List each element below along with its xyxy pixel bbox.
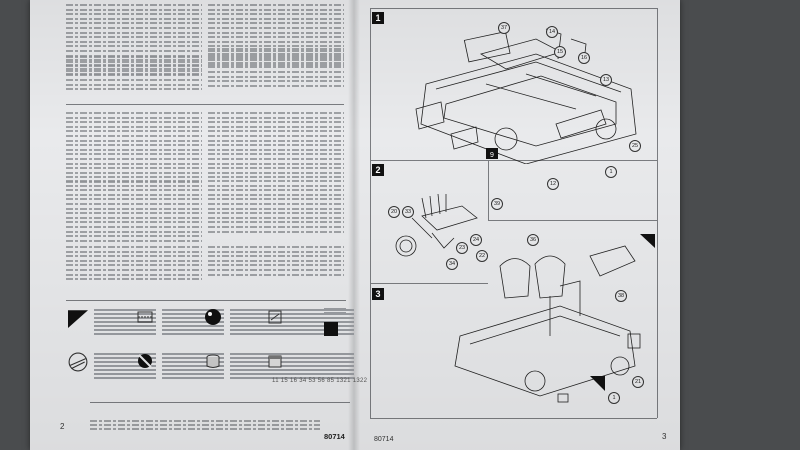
callout-13: 13 <box>600 74 612 86</box>
step1-divider <box>370 160 657 161</box>
paint-pot-icon <box>206 354 220 368</box>
legend-item-2 <box>136 308 256 344</box>
callout-16: 16 <box>578 52 590 64</box>
step2-divider-v <box>488 160 489 220</box>
intro-text-col-1 <box>66 4 202 78</box>
callout-37: 37 <box>498 22 510 34</box>
legend-item-1 <box>68 308 188 344</box>
left-footer-code: 80714 <box>324 432 345 441</box>
callout-24: 24 <box>470 234 482 246</box>
callout-9: 9 <box>490 152 494 159</box>
callout-14: 14 <box>546 26 558 38</box>
right-footer-code: 80714 <box>374 436 394 443</box>
paint-tin-icon <box>268 355 282 368</box>
callout-12: 12 <box>547 178 559 190</box>
cut-icon <box>137 311 153 323</box>
legend-item-3 <box>204 308 324 344</box>
callout-39: 39 <box>491 198 503 210</box>
paint-brush-icon <box>138 354 152 368</box>
step-2-diagram <box>395 193 478 257</box>
info-text-col-3 <box>66 246 202 283</box>
instruction-sheet: 11 15 16 34 53 56 85 1321 1322 2 80714 1 <box>30 0 680 450</box>
callout-21: 21 <box>632 376 644 388</box>
callout-33: 33 <box>402 206 414 218</box>
safety-text-col-2 <box>208 112 344 181</box>
callout-step3-1: 1 <box>608 392 620 404</box>
legend-item-8 <box>204 352 324 388</box>
callout-25: 25 <box>629 140 641 152</box>
right-border-right <box>657 8 658 418</box>
intro-text-col-2 <box>208 4 344 68</box>
step-1-number: 1 <box>372 12 384 24</box>
step-1-diagram: 9 <box>415 28 637 164</box>
step2-divider-h <box>370 283 488 284</box>
legend-item-5 <box>324 308 364 344</box>
legend-item-9 <box>266 352 386 388</box>
black-square-icon <box>324 322 338 336</box>
callout-38: 38 <box>615 290 627 302</box>
info-text-col-2 <box>208 180 344 235</box>
glue-icon <box>268 310 282 324</box>
step-3-number: 3 <box>372 288 384 300</box>
intro-text-col-4 <box>208 48 344 89</box>
step-2-number: 2 <box>372 164 384 176</box>
right-border-top <box>370 8 657 9</box>
black-triangle-icon <box>68 310 88 328</box>
section-divider-3 <box>90 402 350 403</box>
callout-20: 20 <box>388 206 400 218</box>
right-border-left <box>370 8 371 418</box>
legend-item-7 <box>136 352 256 388</box>
callout-22: 22 <box>476 250 488 262</box>
legend-item-4 <box>266 308 386 344</box>
footer-languages <box>90 420 320 432</box>
intro-text-col-3 <box>66 56 202 93</box>
callout-15: 15 <box>554 46 566 58</box>
left-page-number: 2 <box>60 422 65 431</box>
paint-dot-icon <box>205 309 221 325</box>
paint-numbers: 11 15 16 34 53 56 85 1321 1322 <box>272 378 368 384</box>
info-text-col-4 <box>208 246 344 278</box>
section-divider-1 <box>66 104 344 105</box>
legend-item-6 <box>68 352 188 388</box>
callout-34: 34 <box>446 258 458 270</box>
right-border-bottom <box>370 418 657 419</box>
callout-36: 36 <box>527 234 539 246</box>
callout-23: 23 <box>456 242 468 254</box>
decal-icon <box>68 352 88 372</box>
section-divider-2 <box>66 300 346 301</box>
right-page-number: 3 <box>662 432 667 441</box>
callout-1: 1 <box>605 166 617 178</box>
step-3-diagram <box>454 234 655 403</box>
safety-text-col-1 <box>66 112 202 186</box>
info-text-col-1 <box>66 180 202 244</box>
step3-top <box>488 220 657 221</box>
